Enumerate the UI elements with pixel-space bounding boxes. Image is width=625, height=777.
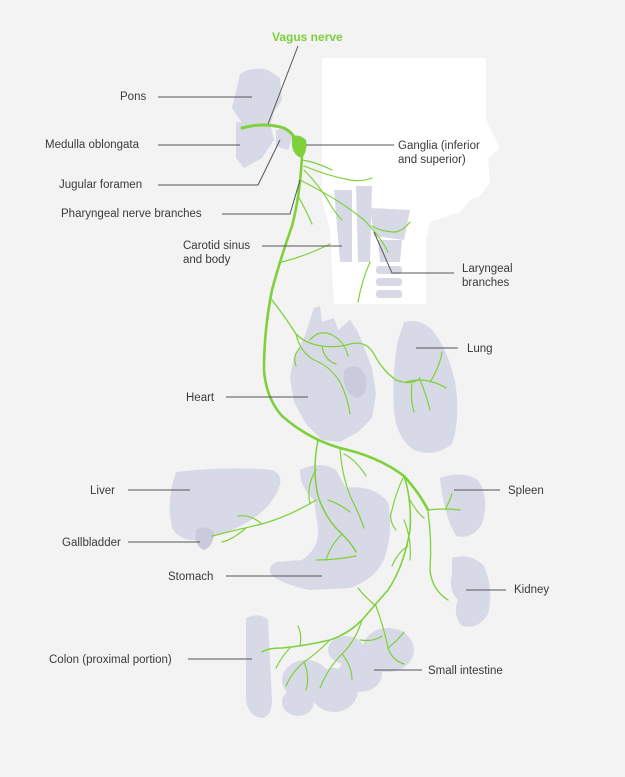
label-laryngeal-line-1: Laryngeal (462, 263, 513, 275)
label-kidney: Kidney (514, 584, 550, 596)
brainstem (232, 68, 294, 168)
label-laryngeal-branches: Laryngeal branches (462, 262, 513, 290)
liver (169, 468, 281, 541)
label-jugular-foramen: Jugular foramen (59, 179, 143, 191)
label-medulla-oblongata: Medulla oblongata (45, 139, 139, 151)
label-liver: Liver (90, 485, 115, 497)
label-colon: Colon (proximal portion) (49, 654, 172, 666)
label-pons: Pons (120, 91, 147, 103)
label-pharyngeal-nerve-branches: Pharyngeal nerve branches (61, 208, 202, 220)
small-intestine (282, 628, 414, 716)
colon (246, 615, 272, 718)
label-stomach: Stomach (168, 571, 214, 583)
stomach (269, 465, 391, 590)
label-heart: Heart (186, 392, 215, 404)
label-carotid-line-1: Carotid sinus (183, 240, 251, 252)
label-ganglia-line-1: Ganglia (inferior (398, 140, 480, 152)
neck-structures (334, 186, 410, 298)
label-gallbladder: Gallbladder (62, 537, 121, 549)
kidney (450, 556, 491, 627)
heart (290, 306, 376, 442)
label-laryngeal-line-2: branches (462, 277, 510, 289)
label-spleen: Spleen (508, 485, 544, 497)
ganglion (292, 135, 307, 158)
label-ganglia-line-2: and superior) (398, 154, 466, 166)
title-vagus-nerve: Vagus nerve (272, 30, 343, 44)
label-small-intestine: Small intestine (428, 665, 503, 677)
leader-lines (128, 45, 506, 671)
gallbladder (195, 527, 214, 550)
lung (393, 321, 458, 453)
label-carotid-line-2: and body (183, 254, 231, 266)
label-lung: Lung (467, 343, 493, 355)
vagus-nerve (211, 123, 461, 691)
label-ganglia: Ganglia (inferior and superior) (398, 139, 480, 167)
label-carotid-sinus-and-body: Carotid sinus and body (183, 239, 250, 267)
